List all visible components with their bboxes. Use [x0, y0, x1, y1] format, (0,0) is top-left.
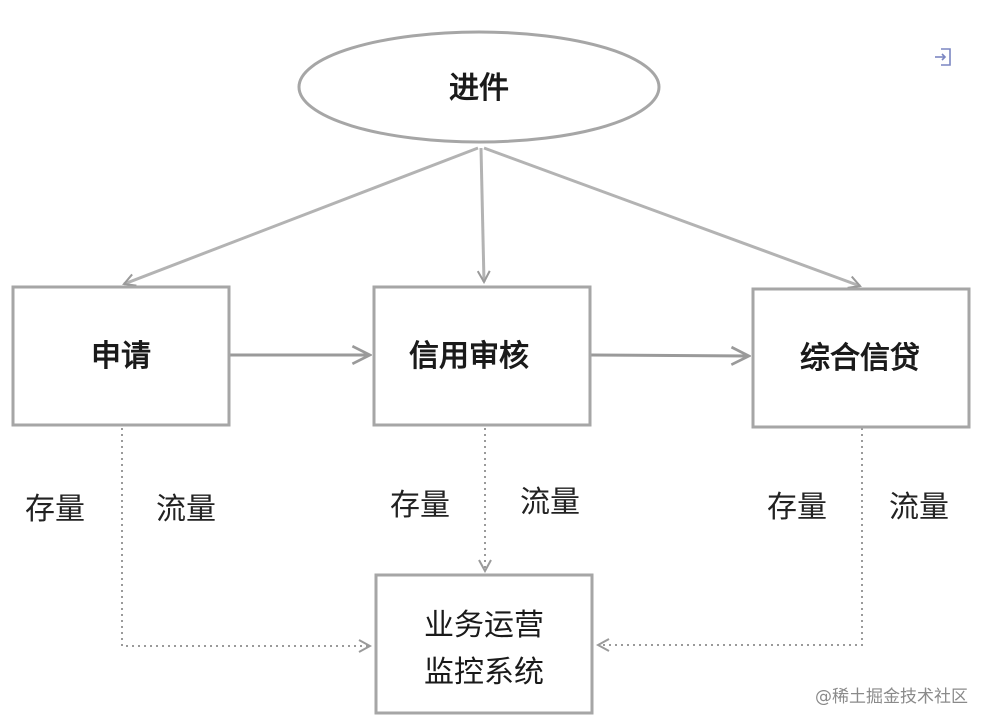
watermark: @稀土掘金技术社区 — [815, 687, 968, 707]
credit-review-label: 信用审核 — [409, 339, 529, 374]
monitor-label-line1: 业务运营 — [424, 608, 544, 643]
monitor-label-line2: 监控系统 — [424, 655, 544, 690]
intake-node — [297, 30, 661, 144]
integrated-credit-node — [751, 287, 971, 429]
apply-flow-label: 流量 — [156, 492, 216, 527]
intake-label: 进件 — [449, 71, 509, 106]
edge-intake-to-credit-review — [481, 147, 484, 282]
review-flow-label: 流量 — [520, 485, 580, 520]
credit-review-node — [372, 285, 592, 427]
edge-intake-to-apply — [124, 146, 479, 284]
edge-integrated-credit-to-monitor — [598, 428, 863, 645]
exit-icon[interactable] — [932, 46, 954, 68]
integrated-credit-label: 综合信贷 — [800, 341, 920, 376]
monitor-node — [374, 573, 594, 715]
apply-stock-label: 存量 — [25, 492, 85, 527]
edge-apply-to-monitor — [121, 428, 370, 646]
credit-stock-label: 存量 — [767, 490, 827, 525]
apply-node — [11, 285, 231, 427]
review-stock-label: 存量 — [390, 488, 450, 523]
edge-credit-review-to-integrated-credit — [590, 355, 749, 356]
edge-intake-to-integrated-credit — [483, 146, 860, 286]
apply-label: 申请 — [91, 339, 151, 374]
credit-flow-label: 流量 — [889, 490, 949, 525]
